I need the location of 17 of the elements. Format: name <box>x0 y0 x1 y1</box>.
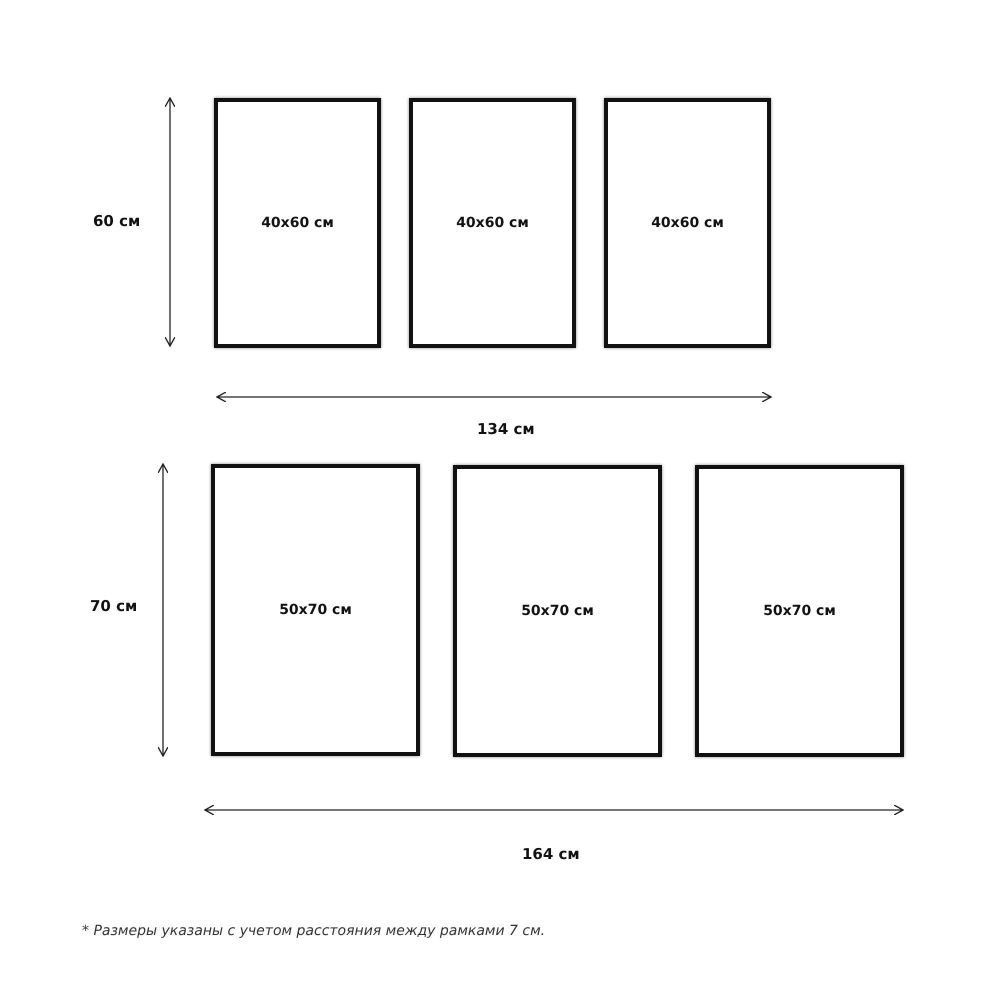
picture-frame <box>604 98 771 348</box>
picture-frame <box>214 98 381 348</box>
dimension-text: 70 см <box>90 597 138 615</box>
frame-size-text: 50x70 см <box>279 602 352 618</box>
dimension-text: 134 см <box>477 420 535 438</box>
dimension-text: 60 см <box>93 212 140 230</box>
picture-frame <box>453 465 662 757</box>
frame-size-text: 50x70 см <box>763 603 836 619</box>
picture-frame <box>211 464 420 756</box>
frame-size-text: 50x70 см <box>521 603 594 619</box>
picture-frame <box>409 98 576 348</box>
frame-size-text: 40x60 см <box>456 215 529 231</box>
dimension-text: 164 см <box>522 845 580 863</box>
frame-size-text: 40x60 см <box>261 215 334 231</box>
picture-frame <box>695 465 904 757</box>
footnote: * Размеры указаны с учетом расстояния между рамками 7 см. <box>82 923 546 939</box>
frame-size-text: 40x60 см <box>651 215 724 231</box>
